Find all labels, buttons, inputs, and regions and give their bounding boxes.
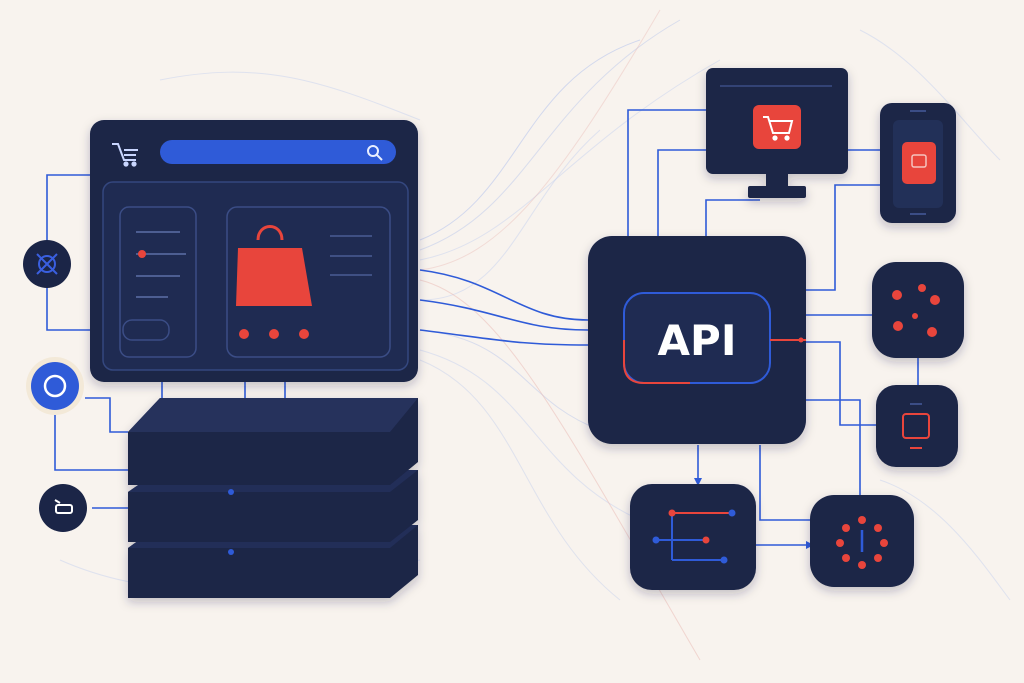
left-node-network[interactable] [23, 240, 71, 288]
product-details-lines [330, 235, 372, 276]
slider-handle[interactable] [138, 250, 146, 258]
filter-sliders[interactable] [136, 231, 186, 298]
filter-apply-button[interactable] [122, 319, 170, 341]
product-card [226, 206, 391, 358]
bottom-node-flow[interactable] [630, 484, 756, 590]
search-icon[interactable] [367, 145, 383, 161]
ticket-icon [54, 499, 73, 514]
cart-icon[interactable] [112, 143, 138, 167]
left-node-ticket[interactable] [39, 484, 87, 532]
database-layer-top [128, 398, 418, 485]
refresh-icon [43, 374, 67, 398]
mobile-shop-badge [911, 154, 927, 168]
search-bar[interactable] [160, 140, 396, 164]
api-label: API [658, 316, 737, 365]
desktop-app-tile[interactable] [753, 105, 801, 149]
flow-icon-dots [652, 509, 736, 564]
carousel-dots[interactable] [239, 329, 309, 339]
network-icon [36, 253, 58, 275]
square-icon [902, 413, 930, 439]
clock-dots-icon [836, 516, 888, 569]
flow-icon [656, 512, 732, 561]
right-node-scatter[interactable] [872, 262, 964, 358]
api-label-accent [623, 340, 690, 384]
database-link-dots [228, 489, 234, 555]
background-flow-lines [59, 9, 1011, 661]
shopping-bag-icon[interactable] [236, 225, 312, 307]
api-label-box[interactable] [623, 292, 771, 384]
api-red-link-dot [798, 337, 804, 343]
mobile-shop-icon[interactable] [902, 142, 936, 184]
scatter-icon [892, 284, 940, 337]
filter-sidebar [119, 206, 197, 358]
cart-icon [763, 116, 794, 141]
left-node-refresh[interactable] [26, 357, 84, 415]
database-stack [128, 398, 418, 598]
right-node-square[interactable] [876, 385, 958, 467]
